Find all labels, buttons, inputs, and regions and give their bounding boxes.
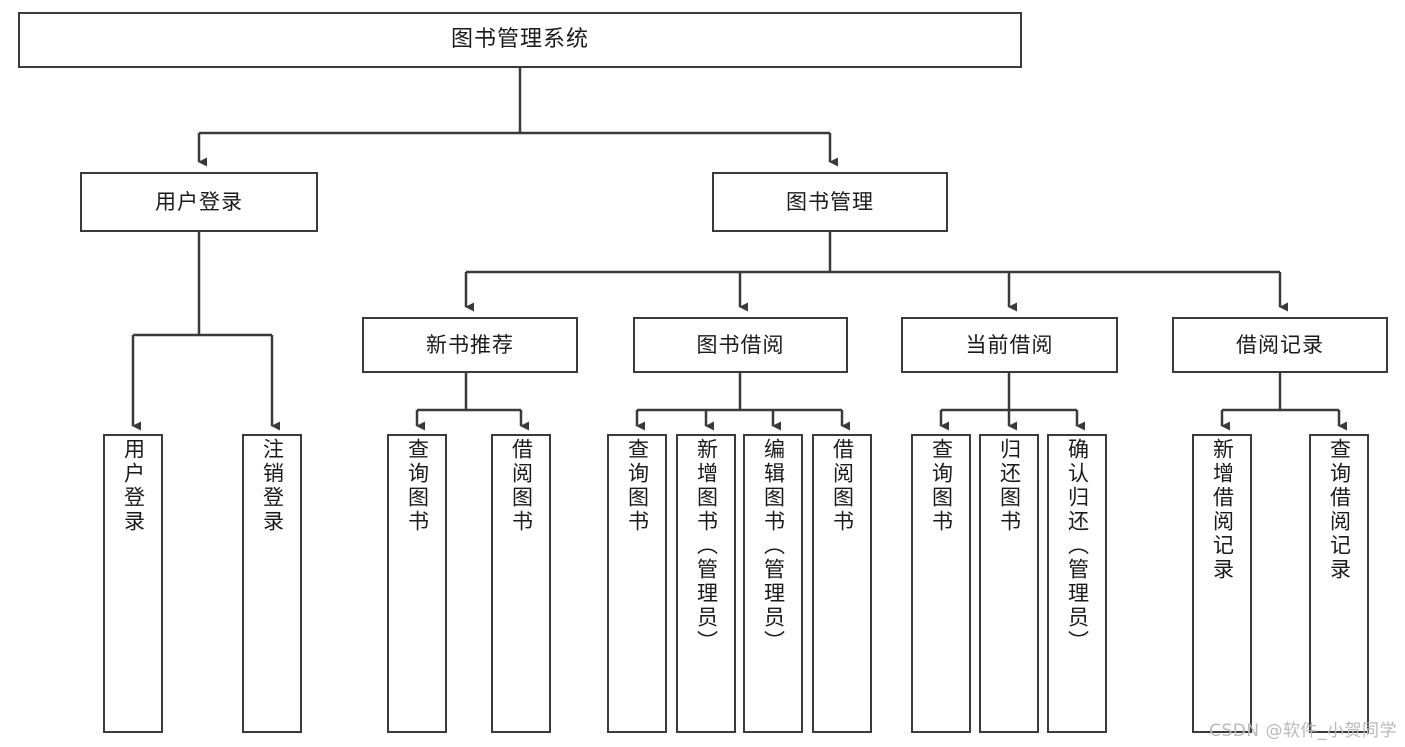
node-user-login[interactable]: 用户登录 [80, 172, 318, 232]
node-leaf-edit-book-label: 编辑图书（管理员） [761, 438, 786, 654]
node-user-login-label: 用户登录 [155, 189, 243, 214]
node-leaf-user-login-label: 用户登录 [121, 438, 146, 534]
watermark: CSDN @软件_小贺同学 [1209, 721, 1397, 741]
node-leaf-borrow-book-2-label: 借阅图书 [830, 438, 855, 534]
node-leaf-user-login[interactable]: 用户登录 [103, 434, 163, 733]
node-book-borrow[interactable]: 图书借阅 [633, 317, 848, 373]
node-leaf-query-book-3[interactable]: 查询图书 [911, 434, 971, 733]
node-leaf-edit-book[interactable]: 编辑图书（管理员） [743, 434, 803, 733]
node-borrow-record[interactable]: 借阅记录 [1172, 317, 1388, 373]
node-leaf-query-book-3-label: 查询图书 [929, 438, 954, 534]
node-leaf-return-book-label: 归还图书 [997, 438, 1022, 534]
node-leaf-query-record-label: 查询借阅记录 [1327, 438, 1352, 582]
node-leaf-query-book-1-label: 查询图书 [405, 438, 430, 534]
node-leaf-query-book-2[interactable]: 查询图书 [607, 434, 667, 733]
node-leaf-confirm-return[interactable]: 确认归还（管理员） [1047, 434, 1107, 733]
node-leaf-query-book-1[interactable]: 查询图书 [387, 434, 447, 733]
node-leaf-confirm-return-label: 确认归还（管理员） [1065, 438, 1090, 654]
node-root[interactable]: 图书管理系统 [18, 12, 1022, 68]
node-new-book-recommend-label: 新书推荐 [426, 332, 514, 357]
node-leaf-borrow-book-1[interactable]: 借阅图书 [491, 434, 551, 733]
node-root-label: 图书管理系统 [450, 27, 589, 53]
node-new-book-recommend[interactable]: 新书推荐 [362, 317, 578, 373]
node-current-borrow[interactable]: 当前借阅 [901, 317, 1118, 373]
node-leaf-add-record[interactable]: 新增借阅记录 [1192, 434, 1252, 733]
node-leaf-add-record-label: 新增借阅记录 [1210, 438, 1235, 582]
node-book-manage[interactable]: 图书管理 [712, 172, 948, 232]
node-leaf-query-record[interactable]: 查询借阅记录 [1309, 434, 1369, 733]
node-book-borrow-label: 图书借阅 [696, 332, 785, 357]
node-leaf-borrow-book-2[interactable]: 借阅图书 [812, 434, 872, 733]
node-leaf-logout-login[interactable]: 注销登录 [242, 434, 302, 733]
node-book-manage-label: 图书管理 [786, 189, 874, 214]
node-current-borrow-label: 当前借阅 [965, 332, 1054, 357]
node-leaf-add-book-label: 新增图书（管理员） [694, 438, 719, 654]
node-leaf-add-book[interactable]: 新增图书（管理员） [676, 434, 736, 733]
node-borrow-record-label: 借阅记录 [1236, 332, 1324, 357]
node-leaf-logout-login-label: 注销登录 [260, 438, 285, 534]
node-leaf-return-book[interactable]: 归还图书 [979, 434, 1039, 733]
node-leaf-borrow-book-1-label: 借阅图书 [509, 438, 534, 534]
node-leaf-query-book-2-label: 查询图书 [625, 438, 650, 534]
